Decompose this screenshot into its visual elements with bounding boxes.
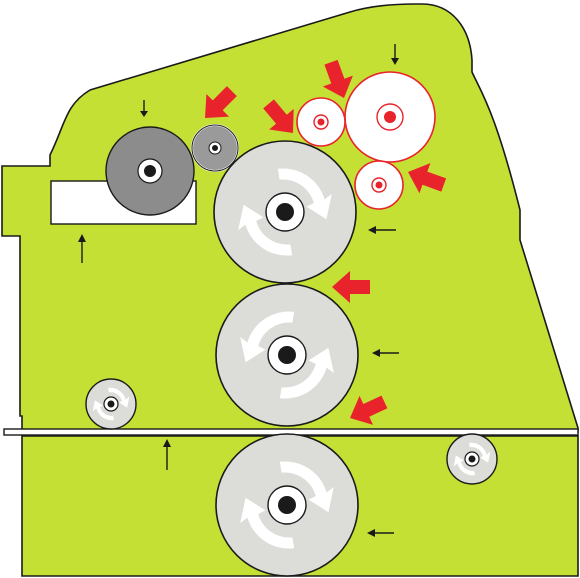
impression-cylinder — [215, 433, 359, 577]
plate-cylinder — [213, 140, 357, 284]
ink-roller-large — [344, 71, 436, 163]
gray-roller-small — [191, 124, 239, 172]
guide-roller-left — [85, 378, 137, 430]
red-arrow-icon — [322, 59, 353, 98]
ink-roller-small-right — [354, 160, 404, 210]
red-arrows — [205, 59, 447, 425]
red-arrow-icon — [408, 163, 447, 194]
red-arrow-icon — [350, 395, 388, 425]
red-arrow-icon — [332, 271, 370, 303]
arrow-icon — [372, 349, 399, 357]
arrow-icon — [140, 100, 148, 117]
ink-roller-small-left — [296, 97, 346, 147]
guide-roller-right — [446, 433, 498, 485]
arrow-icon — [391, 44, 399, 65]
arrow-icon — [78, 234, 86, 263]
black-arrows — [78, 44, 399, 537]
red-arrow-icon — [205, 86, 237, 118]
gray-roller-large — [105, 126, 195, 216]
red-arrow-icon — [263, 99, 294, 133]
arrow-icon — [368, 226, 396, 234]
arrow-icon — [367, 529, 394, 537]
arrow-icon — [163, 439, 171, 470]
blanket-cylinder — [215, 283, 359, 427]
